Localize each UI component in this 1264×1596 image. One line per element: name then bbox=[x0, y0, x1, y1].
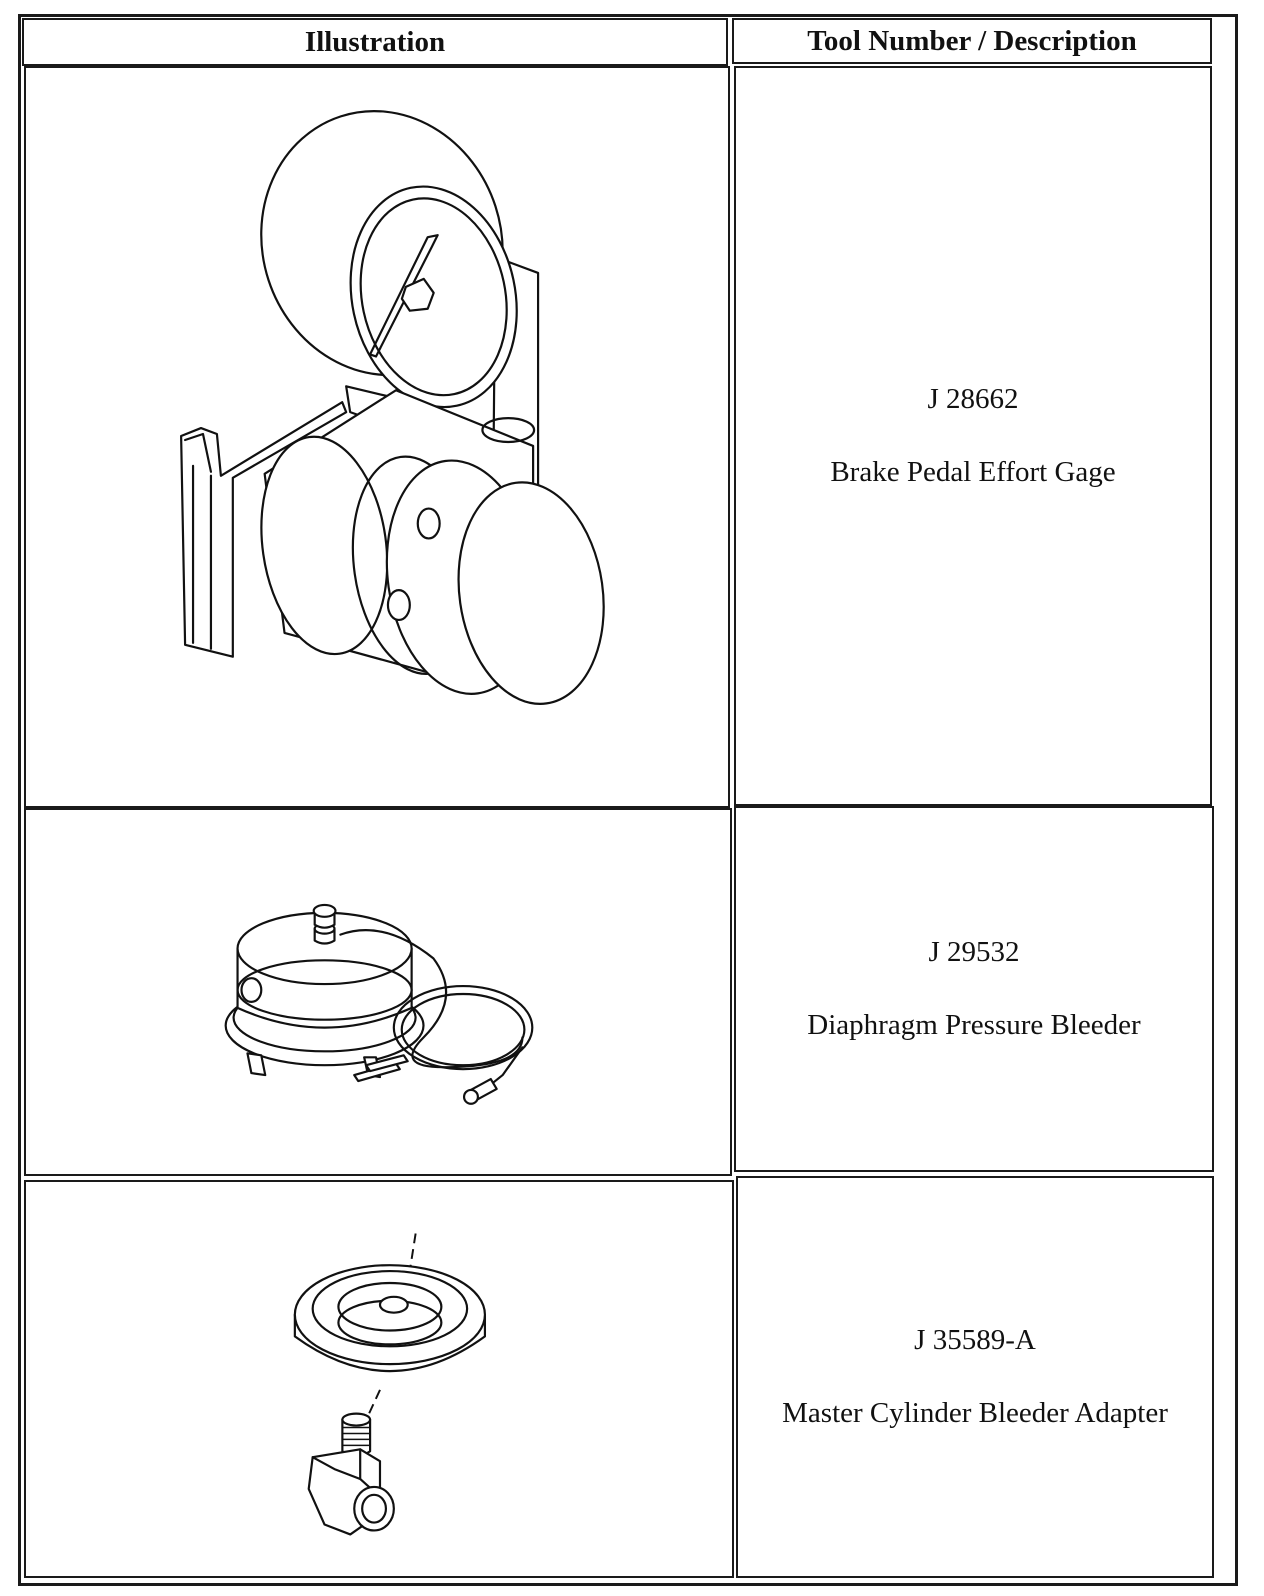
header-illustration: Illustration bbox=[22, 18, 728, 66]
diaphragm-pressure-bleeder-drawing bbox=[224, 903, 534, 1105]
description-cell-2: J 29532 Diaphragm Pressure Bleeder bbox=[734, 806, 1214, 1172]
header-tool-description: Tool Number / Description bbox=[732, 18, 1212, 64]
illustration-cell-2 bbox=[24, 808, 732, 1176]
tool-description-3: Master Cylinder Bleeder Adapter bbox=[782, 1397, 1168, 1429]
tool-number-1: J 28662 bbox=[927, 383, 1019, 415]
illustration-cell-1 bbox=[24, 66, 730, 808]
header-tool-label: Tool Number / Description bbox=[807, 24, 1137, 57]
master-cylinder-bleeder-adapter-drawing bbox=[293, 1233, 487, 1536]
description-cell-3: J 35589-A Master Cylinder Bleeder Adapte… bbox=[736, 1176, 1214, 1578]
tool-number-2: J 29532 bbox=[928, 936, 1020, 968]
brake-pedal-effort-gage-drawing bbox=[180, 110, 605, 705]
tool-description-2: Diaphragm Pressure Bleeder bbox=[807, 1009, 1141, 1041]
description-cell-1: J 28662 Brake Pedal Effort Gage bbox=[734, 66, 1212, 806]
tool-number-3: J 35589-A bbox=[914, 1324, 1036, 1356]
illustration-cell-3 bbox=[24, 1180, 734, 1578]
header-illustration-label: Illustration bbox=[304, 25, 446, 58]
tool-description-1: Brake Pedal Effort Gage bbox=[830, 456, 1116, 488]
tool-table bbox=[18, 14, 1238, 1586]
